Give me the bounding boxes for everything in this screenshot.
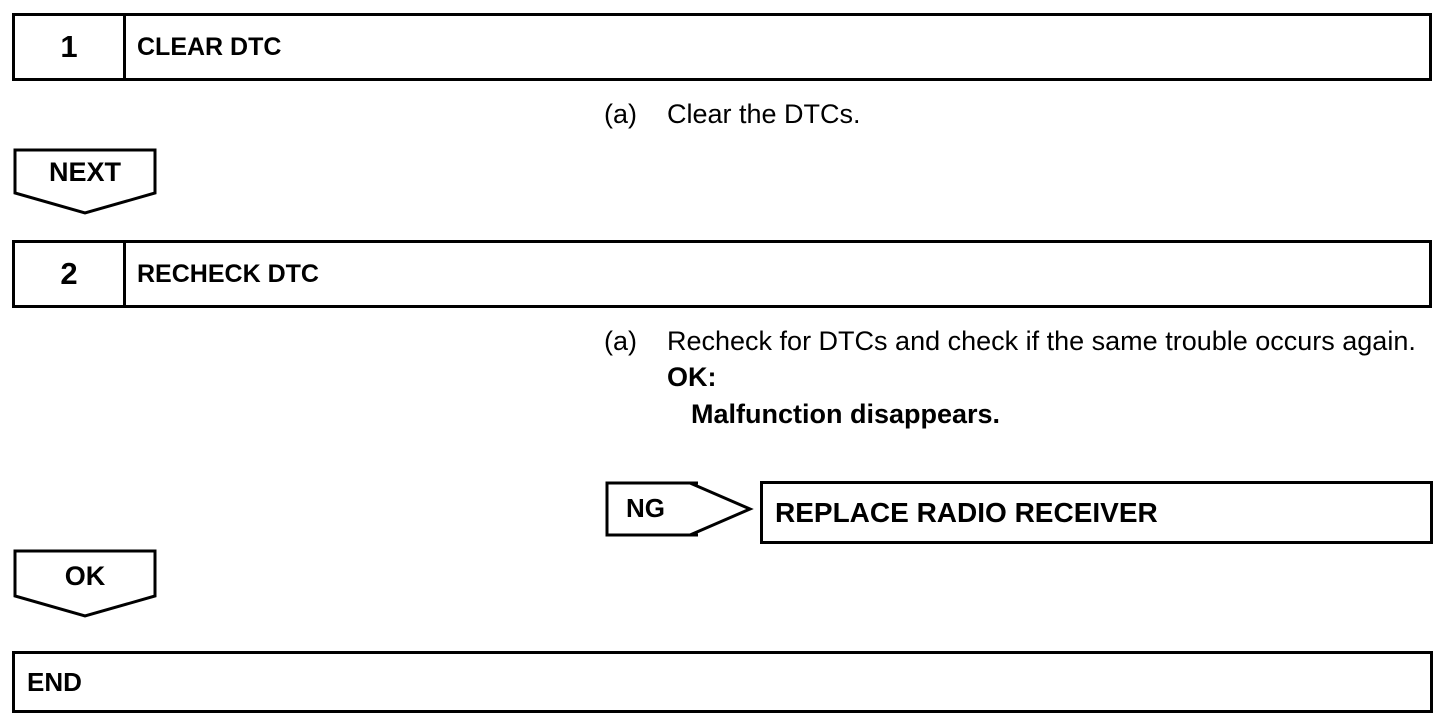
step-1-instruction-text: Clear the DTCs. [667, 99, 861, 129]
step-1-header: 1 CLEAR DTC [12, 13, 1432, 81]
ng-result-box: REPLACE RADIO RECEIVER [760, 481, 1433, 544]
down-arrow-shape-icon [13, 549, 157, 618]
step-2-instruction-marker: (a) [604, 326, 637, 356]
step-1-instruction: (a) Clear the DTCs. [604, 96, 1434, 132]
step-1-instruction-marker: (a) [604, 99, 637, 129]
right-arrow-shape-icon [605, 481, 754, 537]
next-arrow: NEXT [12, 147, 158, 217]
step-2-number: 2 [15, 243, 126, 305]
next-arrow-label: NEXT [48, 157, 121, 187]
step-2-header: 2 RECHECK DTC [12, 240, 1432, 308]
ng-arrow: NG [604, 481, 764, 537]
ok-criteria-value: Malfunction disappears. [691, 399, 1001, 429]
ok-arrow: OK [12, 548, 158, 620]
step-1-title: CLEAR DTC [137, 32, 282, 61]
step-2-instruction-text: Recheck for DTCs and check if the same t… [667, 326, 1416, 356]
end-box: END [12, 651, 1433, 713]
step-2-instruction: (a) Recheck for DTCs and check if the sa… [604, 323, 1434, 432]
step-2-title: RECHECK DTC [137, 259, 319, 288]
ok-arrow-label: OK [64, 561, 106, 591]
down-arrow-shape-icon [13, 148, 157, 215]
ng-arrow-label: NG [626, 493, 665, 523]
ok-criteria-label: OK: [667, 362, 717, 392]
step-1-number: 1 [15, 16, 126, 78]
